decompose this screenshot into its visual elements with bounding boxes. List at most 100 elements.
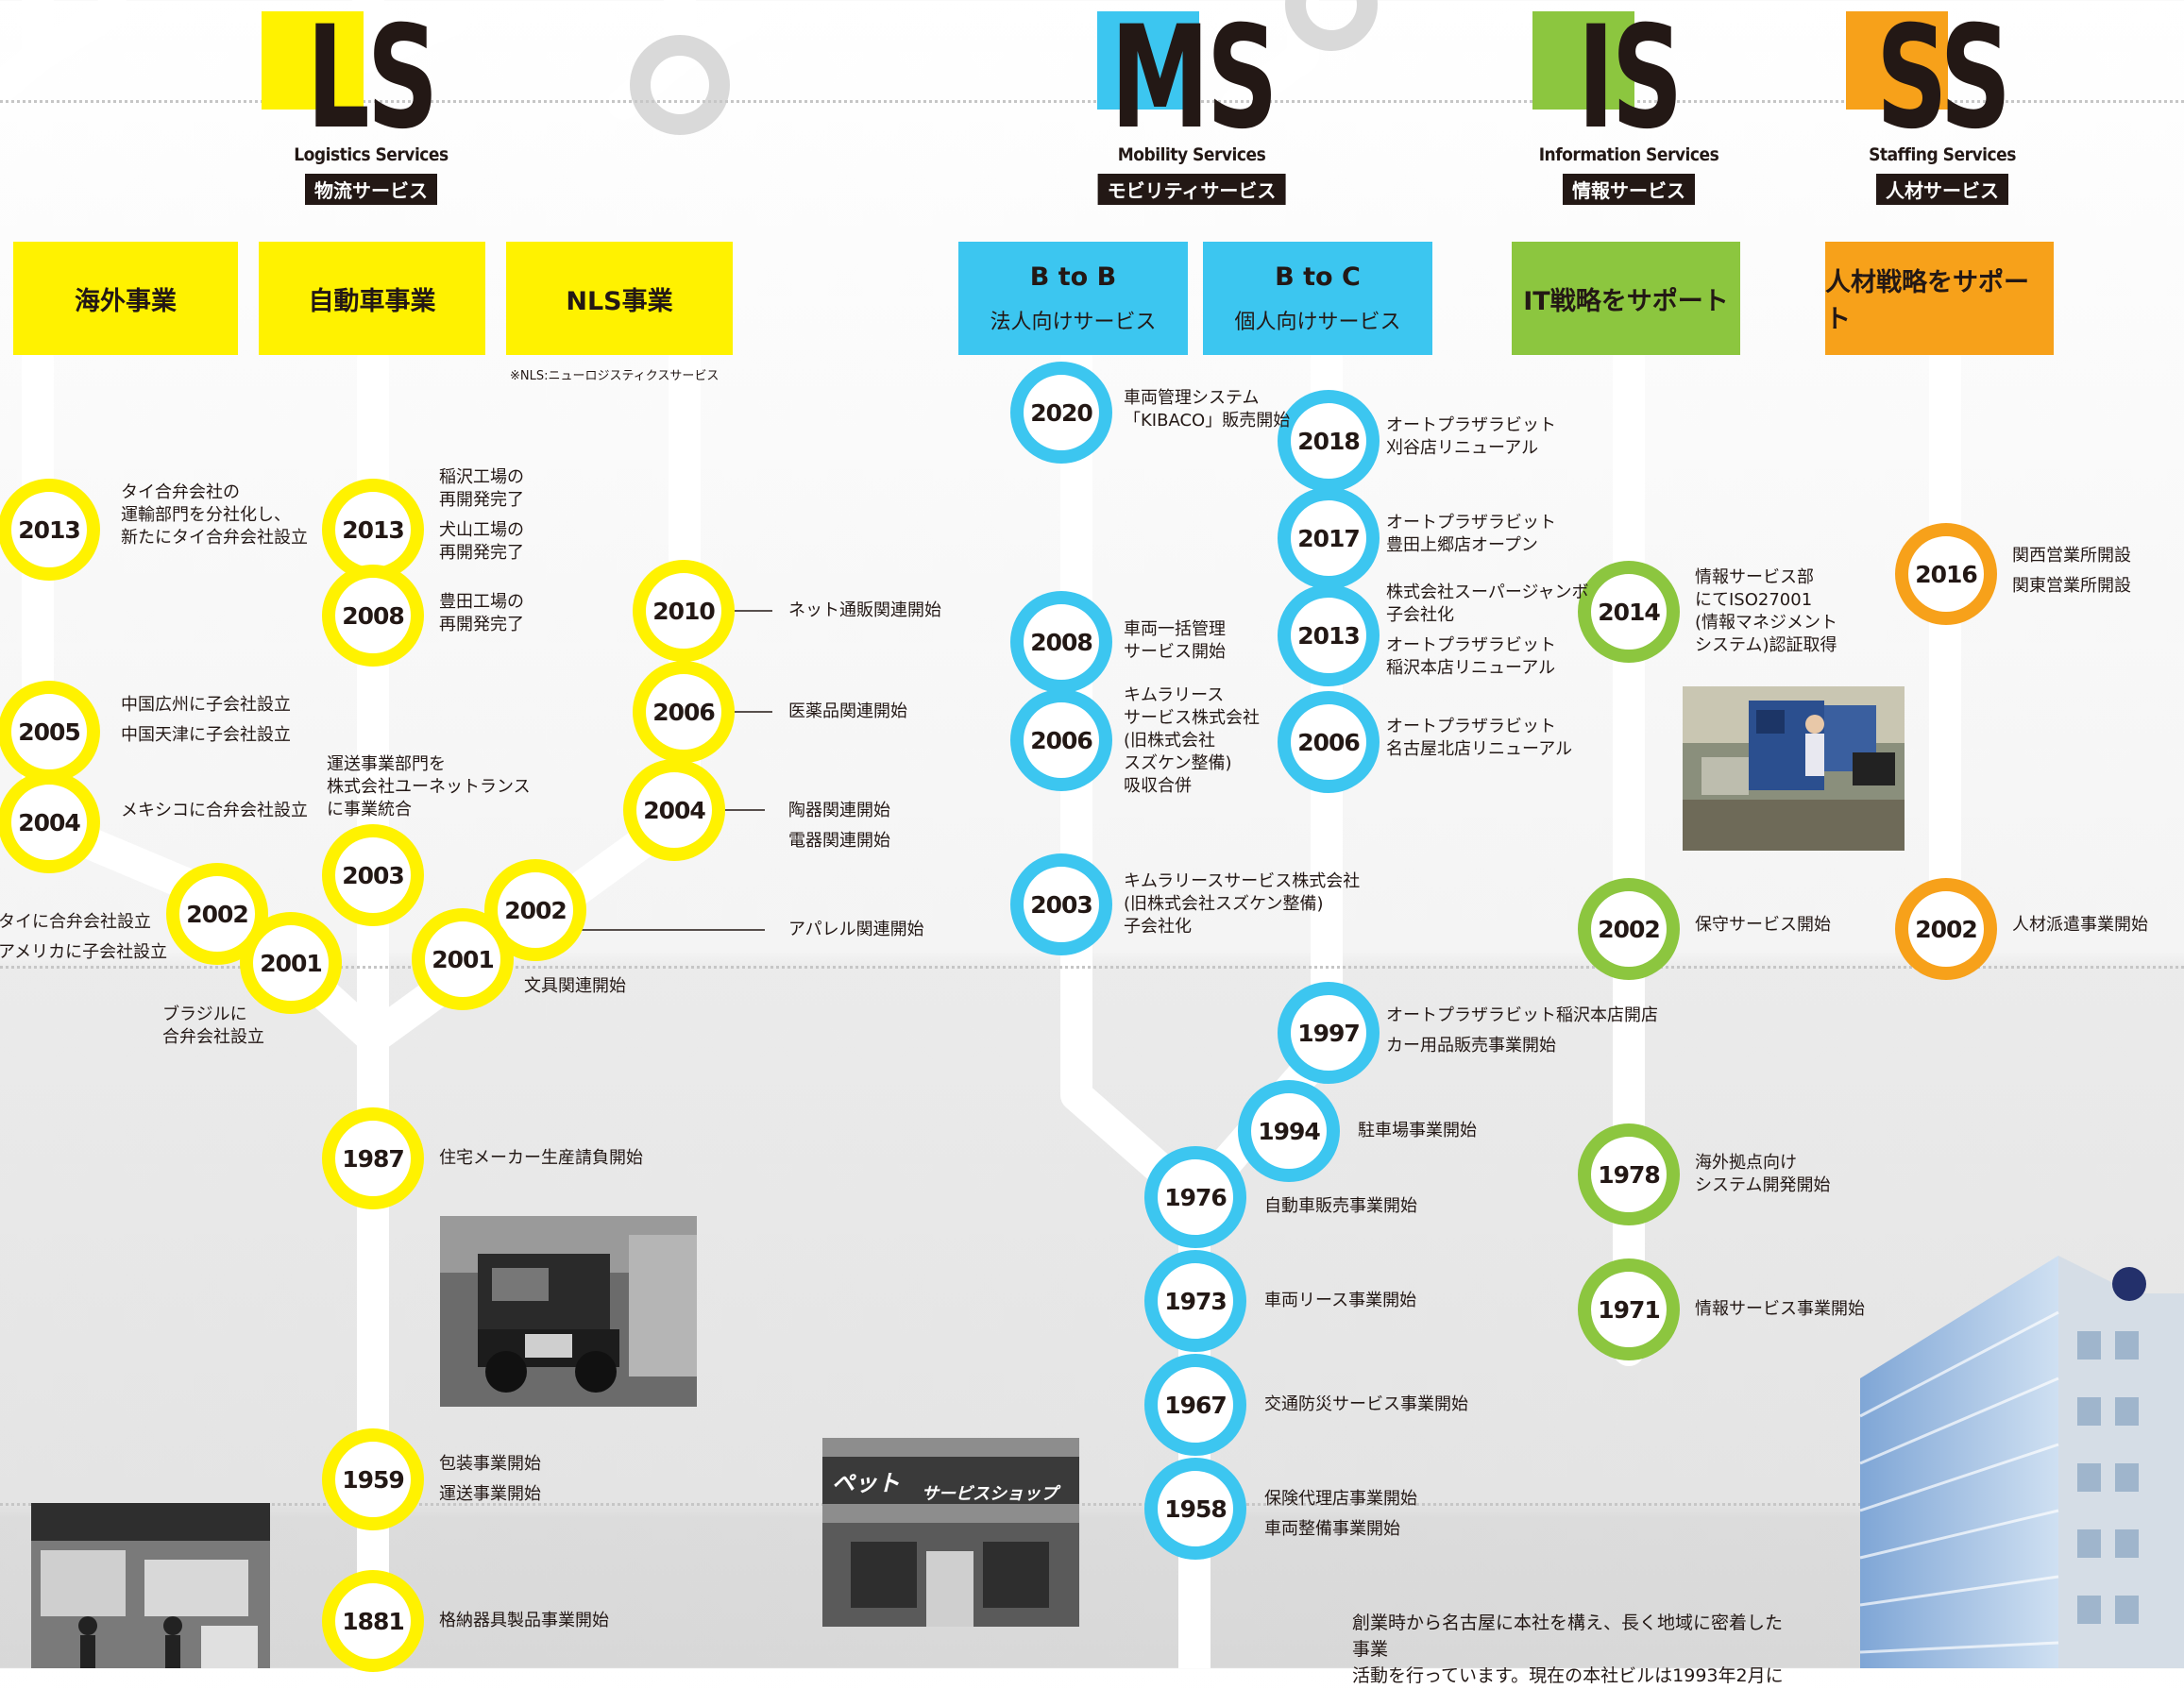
year-circle: 2016	[1895, 523, 1997, 625]
header-jp: 物流サービス	[305, 174, 437, 205]
year-circle: 1987	[322, 1107, 424, 1209]
year-circle: 1994	[1238, 1080, 1340, 1182]
company-description: 創業時から名古屋に本社を構え、長く地域に密着した事業 活動を行っています。現在の…	[1352, 1613, 1784, 1686]
event-text: タイに合弁会社設立アメリカに子会社設立	[0, 912, 168, 962]
header-is: IS Information Services 情報サービス	[1525, 0, 1733, 205]
event-text: 情報サービス部にてISO27001(情報マネジメントシステム)認証取得	[1695, 567, 1838, 655]
event-text: アパレル関連開始	[788, 920, 924, 939]
event-text: 車両一括管理サービス開始	[1124, 619, 1226, 662]
event-text: キムラリースサービス株式会社(旧株式会社スズケン整備)子会社化	[1124, 871, 1361, 937]
event-text: 包装事業開始運送事業開始	[439, 1454, 541, 1504]
year-circle: 2002	[1895, 878, 1997, 980]
year-circle: 2018	[1278, 390, 1380, 492]
header-jp: 情報サービス	[1563, 174, 1695, 205]
year-circle: 2003	[1010, 853, 1112, 955]
event-text: メキシコに合弁会社設立	[121, 801, 308, 820]
event-text: 医薬品関連開始	[788, 701, 907, 721]
category-sub: 個人向けサービス	[1234, 310, 1401, 334]
category-nls: NLS事業	[506, 242, 733, 355]
ms-color-block	[1097, 11, 1199, 110]
category-overseas: 海外事業	[13, 242, 238, 355]
year-circle: 2013	[322, 479, 424, 581]
header-abbr: SS	[1875, 0, 2011, 160]
service-shop-photo: ペット サービスショップ	[822, 1438, 1079, 1627]
event-text: オートプラザラビット名古屋北店リニューアル	[1386, 717, 1573, 759]
header-abbr: MS	[1110, 0, 1278, 160]
category-hr: 人材戦略をサポート	[1825, 242, 2054, 355]
event-text: オートプラザラビット稲沢本店開店カー用品販売事業開始	[1386, 1005, 1658, 1056]
truck-photo	[440, 1216, 697, 1407]
year-circle: 2006	[633, 661, 735, 763]
category-sub: 法人向けサービス	[990, 310, 1157, 334]
event-text: 交通防災サービス事業開始	[1264, 1394, 1468, 1414]
event-text: 関西営業所開設関東営業所開設	[2012, 546, 2131, 596]
event-text: 文具関連開始	[524, 976, 626, 996]
year-circle: 1978	[1578, 1123, 1680, 1225]
is-color-block	[1532, 11, 1634, 110]
header-en: Mobility Services	[1117, 144, 1266, 165]
header-ms: MS Mobility Services モビリティサービス	[1088, 0, 1295, 205]
category-label: NLS事業	[566, 286, 673, 316]
header-en: Information Services	[1538, 144, 1719, 165]
event-text: タイ合弁会社の運輸部門を分社化し、新たにタイ合弁会社設立	[121, 482, 308, 548]
year-circle: 2002	[1578, 878, 1680, 980]
year-circle: 1973	[1144, 1250, 1246, 1352]
category-auto: 自動車事業	[259, 242, 485, 355]
category-label: B to B	[1029, 262, 1117, 292]
event-text: 情報サービス事業開始	[1695, 1299, 1865, 1319]
event-text: 稲沢工場の再開発完了犬山工場の再開発完了	[439, 467, 524, 563]
event-text: 中国広州に子会社設立中国天津に子会社設立	[121, 695, 291, 745]
event-text: 海外拠点向けシステム開発開始	[1695, 1153, 1831, 1195]
event-text: 運送事業部門を株式会社ユーネットランスに事業統合	[327, 754, 531, 819]
header-abbr: LS	[306, 0, 439, 160]
event-text: 車両リース事業開始	[1264, 1291, 1417, 1310]
ss-color-block	[1846, 11, 1948, 110]
event-text: 駐車場事業開始	[1358, 1121, 1477, 1140]
category-label: 人材戦略をサポート	[1825, 268, 2029, 334]
event-text: 格納器具製品事業開始	[439, 1611, 609, 1630]
computer-room-photo	[1683, 686, 1905, 851]
nls-note: ※NLS:ニューロジスティクスサービス	[510, 369, 720, 383]
headquarters-building-photo	[1859, 1256, 2184, 1668]
shop-sign-right: サービスショップ	[922, 1484, 1058, 1504]
event-text: 豊田工場の再開発完了	[439, 592, 524, 634]
event-text: 自動車販売事業開始	[1264, 1196, 1417, 1216]
event-text: 陶器関連開始電器関連開始	[788, 801, 890, 851]
year-circle: 1967	[1144, 1354, 1246, 1456]
year-circle: 2010	[633, 560, 735, 662]
event-text: 保守サービス開始	[1695, 915, 1831, 935]
category-label: B to C	[1275, 262, 1361, 292]
event-text: 株式会社スーパージャンボ子会社化オートプラザラビット稲沢本店リニューアル	[1386, 583, 1589, 678]
header-ss: SS Staffing Services 人材サービス	[1838, 0, 2046, 205]
year-circle: 1959	[322, 1428, 424, 1530]
event-text: 人材派遣事業開始	[2012, 915, 2148, 935]
year-circle: 2004	[0, 771, 100, 873]
warehouse-photo	[31, 1503, 270, 1668]
header-en: Logistics Services	[294, 144, 449, 165]
event-text: キムラリースサービス株式会社(旧株式会社スズケン整備)吸収合併	[1124, 685, 1260, 796]
year-circle: 2001	[412, 908, 514, 1010]
category-btoc: B to C 個人向けサービス	[1203, 242, 1432, 355]
year-circle: 2003	[322, 824, 424, 926]
event-text: 保険代理店事業開始車両整備事業開始	[1264, 1489, 1417, 1539]
year-circle: 1971	[1578, 1258, 1680, 1360]
header-jp: 人材サービス	[1876, 174, 2008, 205]
event-text: 車両管理システム「KIBACO」販売開始	[1124, 388, 1291, 431]
shop-sign-left: ペット	[832, 1470, 900, 1496]
year-circle: 1881	[322, 1570, 424, 1672]
year-circle: 2008	[1010, 591, 1112, 693]
year-circle: 2005	[0, 681, 100, 783]
ls-color-block	[262, 11, 364, 110]
event-text: 住宅メーカー生産請負開始	[439, 1148, 643, 1168]
event-text: ブラジルに合弁会社設立	[162, 1005, 264, 1047]
category-btob: B to B 法人向けサービス	[958, 242, 1188, 355]
year-circle: 2008	[322, 565, 424, 667]
event-text: オートプラザラビット刈谷店リニューアル	[1386, 415, 1556, 458]
event-text: ネット通販関連開始	[788, 600, 941, 620]
category-label: 海外事業	[75, 286, 177, 316]
header-abbr: IS	[1577, 0, 1684, 160]
event-text: オートプラザラビット豊田上郷店オープン	[1386, 513, 1556, 555]
year-circle: 2006	[1278, 691, 1380, 793]
year-circle: 2013	[0, 479, 100, 581]
year-circle: 2020	[1010, 362, 1112, 464]
